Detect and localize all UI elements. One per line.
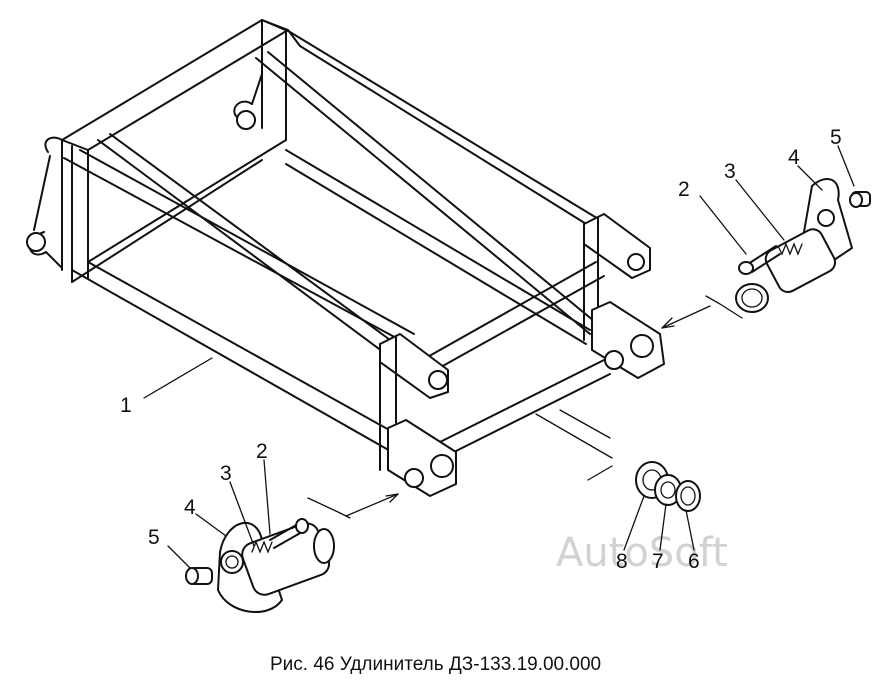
callout-3-right-spring: 3	[724, 160, 736, 183]
callout-2-left-pin: 2	[256, 440, 268, 463]
callout-4-right-handle: 4	[788, 146, 800, 169]
callout-1-frame: 1	[120, 394, 132, 417]
right-pin-assembly	[735, 178, 871, 313]
callout-7-nut: 7	[652, 550, 664, 573]
callout-5-right-cap: 5	[830, 126, 842, 149]
assembly-lines	[307, 295, 743, 519]
callout-5-left-cap: 5	[148, 526, 160, 549]
leader-lines	[143, 145, 855, 569]
extender-frame	[26, 19, 665, 497]
callout-6-ring: 6	[688, 550, 700, 573]
figure-caption: Рис. 46 Удлинитель ДЗ-133.19.00.000	[270, 654, 601, 675]
callout-4-left-handle: 4	[184, 496, 196, 519]
washer-nut-ring	[635, 461, 701, 512]
callout-2-right-pin: 2	[678, 178, 690, 201]
callout-8-washer: 8	[616, 550, 628, 573]
watermark: AutoSoft	[556, 530, 728, 576]
left-pin-assembly	[185, 518, 335, 614]
callout-3-left-spring: 3	[220, 462, 232, 485]
